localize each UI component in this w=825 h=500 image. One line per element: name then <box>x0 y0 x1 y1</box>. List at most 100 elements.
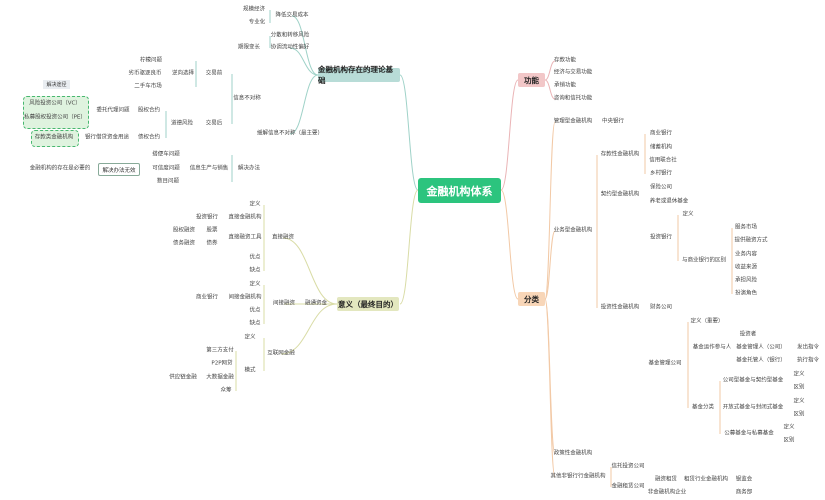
solution-invalid-box[interactable]: 解决办法无效 <box>98 163 140 176</box>
node-classify-lease-nonbank[interactable]: 非金融机构企业 <box>647 489 687 496</box>
node-theory-bank-loan[interactable]: 银行借贷资金用途 <box>84 134 130 141</box>
node-classify-public-vs-private[interactable]: 公募基金与私募基金 <box>724 430 774 437</box>
node-meaning-define[interactable]: 定义 <box>244 334 256 341</box>
node-classify-fund-manager[interactable]: 基金管理人（公司） <box>736 344 786 351</box>
node-classify-income-source[interactable]: 收益来源 <box>734 264 758 271</box>
node-classify-custodian[interactable]: 基金托管人（银行） <box>736 357 786 364</box>
node-meaning-commercial-bank[interactable]: 商业银行 <box>195 294 219 301</box>
node-classify-central-bank[interactable]: 中央银行 <box>601 118 625 125</box>
node-theory-disperse-risk[interactable]: 分散和转移风险 <box>270 32 310 39</box>
node-theory-scale-economy[interactable]: 规模经济 <box>242 6 266 13</box>
node-meaning-third-pay[interactable]: 第三方支付 <box>206 347 234 354</box>
node-classify-contract[interactable]: 契约型金融机构 <box>600 191 640 198</box>
node-function-2[interactable]: 承销功能 <box>553 82 577 89</box>
node-function-3[interactable]: 咨询和信托功能 <box>553 95 593 102</box>
node-classify-other-nonbank[interactable]: 其他非银行行金融机构 <box>550 473 606 480</box>
node-meaning-demerit[interactable]: 缺点 <box>249 267 261 274</box>
node-classify-risk[interactable]: 承担风险 <box>734 277 758 284</box>
node-classify-participants[interactable]: 基金运作参与人 <box>692 344 732 351</box>
node-classify-corp-vs-contract[interactable]: 公司型基金与契约型基金 <box>722 377 784 384</box>
node-meaning-merit[interactable]: 优点 <box>249 307 261 314</box>
node-classify-invest-bank[interactable]: 投资银行 <box>649 234 673 241</box>
node-classify-service-market[interactable]: 服务市场 <box>734 224 758 231</box>
node-theory-after-trade[interactable]: 交易后 <box>205 120 223 127</box>
node-theory-credible[interactable]: 可信度问题 <box>152 165 180 172</box>
node-meaning-internet[interactable]: 互联网金融 <box>267 350 295 357</box>
node-theory-quantity[interactable]: 数目问题 <box>156 178 180 185</box>
node-theory-moral-hazard[interactable]: 道德风险 <box>170 120 194 127</box>
node-classify-fund-co[interactable]: 基金管理公司 <box>648 360 682 367</box>
node-theory-pe[interactable]: 私募股权投资公司（PE） <box>24 114 86 121</box>
node-meaning-indirect-inst[interactable]: 间接金融机构 <box>228 294 262 301</box>
root-node[interactable]: 金融机构体系 <box>418 178 501 203</box>
node-classify-credit-coop[interactable]: 信用联合社 <box>649 157 677 164</box>
node-meaning-demerit[interactable]: 缺点 <box>249 320 261 327</box>
node-theory-adverse-select[interactable]: 逆向选择 <box>171 70 195 77</box>
node-meaning-financing[interactable]: 融通资金 <box>304 300 328 307</box>
node-classify-insurance[interactable]: 保险公司 <box>649 184 673 191</box>
node-theory-info-produce[interactable]: 信息生产与销售 <box>189 165 229 172</box>
node-classify-issue-order[interactable]: 发出指令 <box>796 344 820 351</box>
node-classify-business[interactable]: 业务型金融机构 <box>553 227 593 234</box>
node-classify-diff[interactable]: 区别 <box>793 384 805 391</box>
node-classify-diff[interactable]: 区别 <box>783 437 795 444</box>
node-classify-bank-lease[interactable]: 租赁行业金融机构 <box>683 476 729 483</box>
node-classify-define[interactable]: 定义 <box>793 398 805 405</box>
node-theory-specialize[interactable]: 专业化 <box>248 19 266 26</box>
node-theory-equity-contract[interactable]: 股权合约 <box>137 107 161 114</box>
node-theory-deposit-inst[interactable]: 存款类金融机构 <box>34 134 74 141</box>
node-theory-used-car[interactable]: 二手车市场 <box>134 83 162 90</box>
node-meaning-supply-chain[interactable]: 供应链金融 <box>169 374 197 381</box>
node-classify-deposit[interactable]: 存款性金融机构 <box>600 151 640 158</box>
node-classify-savings[interactable]: 储蓄机构 <box>649 144 673 151</box>
node-classify-provide-fin[interactable]: 提供融资方式 <box>734 237 768 244</box>
node-meaning-direct[interactable]: 直接融资 <box>271 234 295 241</box>
node-meaning-crowd[interactable]: 众筹 <box>220 387 232 394</box>
node-meaning-direct-tool[interactable]: 直接融资工具 <box>228 234 262 241</box>
node-classify-execute-order[interactable]: 执行指令 <box>796 357 820 364</box>
node-classify-lease-supervise[interactable]: 银监会 <box>735 476 753 483</box>
node-classify-trust-co[interactable]: 信托投资公司 <box>611 463 645 470</box>
node-meaning-invest-bank[interactable]: 投资银行 <box>195 214 219 221</box>
node-theory-before-trade[interactable]: 交易前 <box>205 70 223 77</box>
node-classify-diff[interactable]: 区别 <box>793 411 805 418</box>
node-meaning-define[interactable]: 定义 <box>249 281 261 288</box>
node-theory-vc[interactable]: 风险投资公司（VC） <box>29 100 81 107</box>
node-meaning-big-data[interactable]: 大数据金融 <box>206 374 234 381</box>
node-classify-lease-commerce[interactable]: 商务部 <box>735 489 753 496</box>
node-classify-define-key[interactable]: 定义（重要） <box>690 318 724 325</box>
node-meaning-mode[interactable]: 模式 <box>244 367 256 374</box>
node-theory-solve[interactable]: 解决办法 <box>237 165 261 172</box>
node-classify-commercial[interactable]: 商业银行 <box>649 130 673 137</box>
node-theory-principal-agent[interactable]: 委托代理问题 <box>96 107 130 114</box>
node-classify-policy[interactable]: 政策性金融机构 <box>553 450 593 457</box>
node-theory-coordinate-liquidity[interactable]: 协调流动性偏好 <box>270 44 310 51</box>
node-classify-investment[interactable]: 投资性金融机构 <box>600 304 640 311</box>
node-theory-bad-money[interactable]: 劣币驱逐良币 <box>128 70 162 77</box>
node-theory-reduce-cost[interactable]: 降低交易成本 <box>275 12 309 19</box>
node-meaning-debt-fin[interactable]: 债务融资 <box>172 240 196 247</box>
node-meaning-bond[interactable]: 债券 <box>206 240 218 247</box>
node-classify-define[interactable]: 定义 <box>682 211 694 218</box>
node-theory-free-rider[interactable]: 搭便车问题 <box>152 151 180 158</box>
node-meaning-equity-fin[interactable]: 股权融资 <box>172 227 196 234</box>
node-classify-lease-finance[interactable]: 融资租赁 <box>654 476 678 483</box>
node-classify-vs-commercial[interactable]: 与商业银行的区别 <box>681 257 727 264</box>
node-function-1[interactable]: 经济与交易功能 <box>553 69 593 76</box>
branch-classify[interactable]: 分类 <box>518 292 545 306</box>
node-meaning-merit[interactable]: 优点 <box>249 254 261 261</box>
node-meaning-indirect[interactable]: 间接融资 <box>272 300 296 307</box>
node-meaning-p2p[interactable]: P2P网贷 <box>211 360 233 367</box>
node-theory-lemon[interactable]: 柠檬问题 <box>139 57 163 64</box>
node-classify-open-vs-closed[interactable]: 开放式基金与封闭式基金 <box>722 404 784 411</box>
node-meaning-define[interactable]: 定义 <box>249 201 261 208</box>
node-classify-define[interactable]: 定义 <box>793 371 805 378</box>
node-theory-info-asym[interactable]: 信息不对称 <box>233 95 261 102</box>
node-classify-role[interactable]: 扮演角色 <box>734 290 758 297</box>
node-classify-rural-bank[interactable]: 乡村银行 <box>649 170 673 177</box>
node-classify-manage[interactable]: 管理型金融机构 <box>553 118 593 125</box>
node-meaning-direct-inst[interactable]: 直接金融机构 <box>228 214 262 221</box>
branch-function[interactable]: 功能 <box>518 73 545 87</box>
node-classify-define[interactable]: 定义 <box>783 424 795 431</box>
node-function-0[interactable]: 存款功能 <box>553 57 577 64</box>
